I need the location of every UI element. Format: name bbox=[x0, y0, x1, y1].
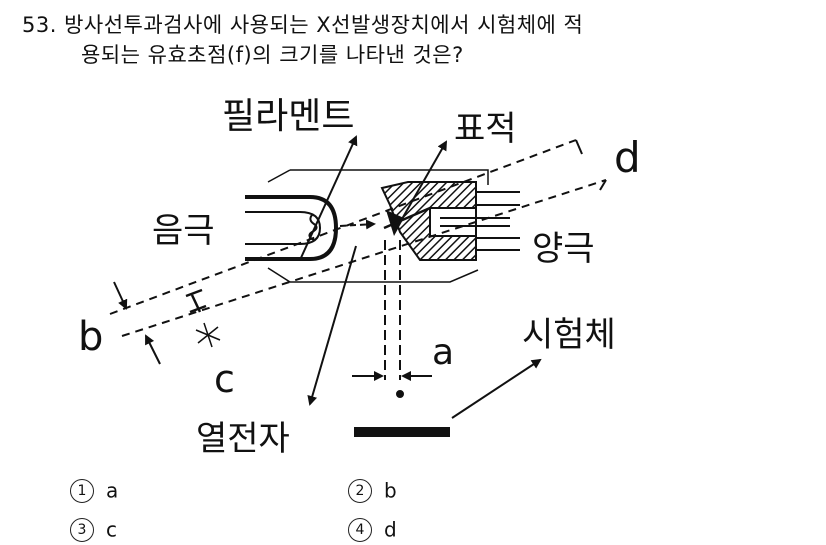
option-2-number: 2 bbox=[348, 478, 372, 503]
dimension-b bbox=[113, 281, 161, 365]
specimen-block bbox=[354, 427, 450, 437]
electron-label: 열전자 bbox=[196, 419, 290, 459]
target-label: 표적 bbox=[454, 109, 517, 149]
question-stem-1: 방사선투과검사에 사용되는 X선발생장치에서 시험체에 적 bbox=[64, 13, 584, 37]
option-1-number: 1 bbox=[70, 478, 94, 503]
question-line-1: 53. 방사선투과검사에 사용되는 X선발생장치에서 시험체에 적 bbox=[22, 9, 583, 39]
dimension-c bbox=[185, 288, 221, 348]
label-d: d bbox=[614, 133, 641, 182]
option-3-text: c bbox=[106, 517, 117, 542]
option-1-text: a bbox=[106, 478, 119, 503]
label-b: b bbox=[78, 314, 103, 360]
option-3-number: 3 bbox=[70, 517, 94, 542]
specimen-label: 시험체 bbox=[522, 315, 616, 355]
option-4-number: 4 bbox=[348, 517, 372, 542]
label-a: a bbox=[432, 332, 454, 373]
focal-spot bbox=[383, 206, 431, 236]
anode-label: 양극 bbox=[532, 229, 595, 269]
option-4-text: d bbox=[384, 517, 397, 542]
electron-beam bbox=[339, 219, 376, 230]
question-line-2: 용되는 유효초점(f)의 크기를 나타낸 것은? bbox=[81, 43, 464, 67]
question-number: 53. bbox=[22, 13, 57, 37]
effective-focus-lines bbox=[109, 139, 607, 337]
label-c: c bbox=[214, 357, 235, 401]
tube-housing bbox=[267, 169, 489, 283]
option-2-text: b bbox=[384, 478, 397, 503]
cathode-electrode bbox=[245, 195, 339, 261]
cathode-label: 음극 bbox=[152, 211, 215, 251]
projection-lines bbox=[352, 240, 432, 398]
filament-label: 필라멘트 bbox=[222, 96, 354, 137]
label-pointers bbox=[299, 135, 542, 419]
